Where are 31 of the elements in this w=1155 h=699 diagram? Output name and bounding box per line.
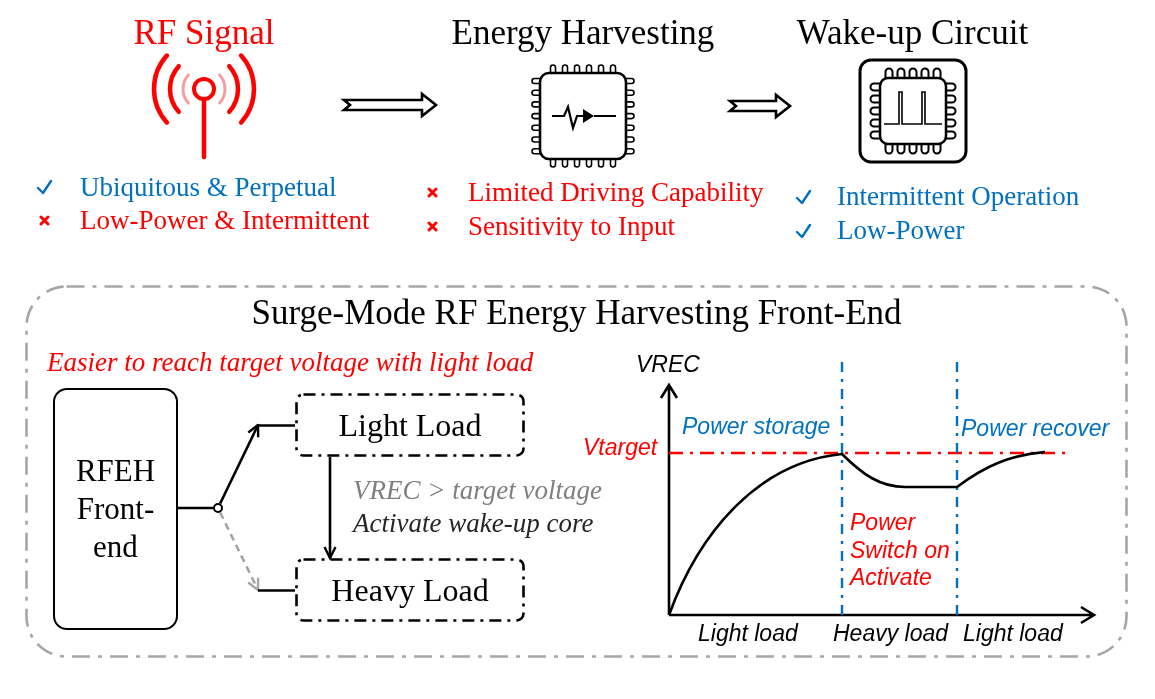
block-label: RFEH Front- end — [74, 452, 157, 566]
bullet-text: Low-Power — [837, 215, 965, 246]
bullet-text: Limited Driving Capability — [468, 177, 764, 208]
process-box — [53, 388, 178, 630]
arrow — [219, 511, 260, 592]
block-arrow — [340, 91, 439, 119]
node-heading: Energy Harvesting — [451, 13, 715, 53]
bullet-text: Low-Power & Intermittent — [80, 205, 370, 236]
bullet-text: Intermittent Operation — [837, 181, 1080, 212]
bullet-text: Ubiquitous & Perpetual — [80, 172, 337, 203]
connector-line — [178, 506, 213, 510]
reference-label: Vtarget — [583, 434, 658, 460]
axis-label: VREC — [636, 351, 700, 377]
phase-label: Power storage — [682, 413, 831, 439]
condition-text: VREC > target voltage — [353, 474, 602, 506]
annotation-text: Easier to reach target voltage with light load — [47, 346, 534, 378]
axis-category-label: Light load — [963, 620, 1063, 646]
load-label: Heavy Load — [331, 571, 489, 609]
event-annotation: Power Switch on Activate — [850, 509, 951, 592]
bullet-text: Sensitivity to Input — [468, 211, 675, 242]
axis-category-label: Light load — [698, 620, 798, 646]
panel-title: Surge-Mode RF Energy Harvesting Front-End — [251, 293, 902, 333]
node-heading: Wake-up Circuit — [796, 13, 1029, 53]
load-label: Light Load — [338, 406, 482, 444]
block-arrow — [726, 92, 793, 120]
axis-category-label: Heavy load — [833, 620, 949, 646]
phase-label: Power recover — [961, 415, 1110, 441]
node-heading: RF Signal — [133, 13, 275, 53]
arrow — [323, 457, 337, 560]
action-text: Activate wake-up core — [353, 507, 594, 539]
arrow — [219, 423, 260, 505]
